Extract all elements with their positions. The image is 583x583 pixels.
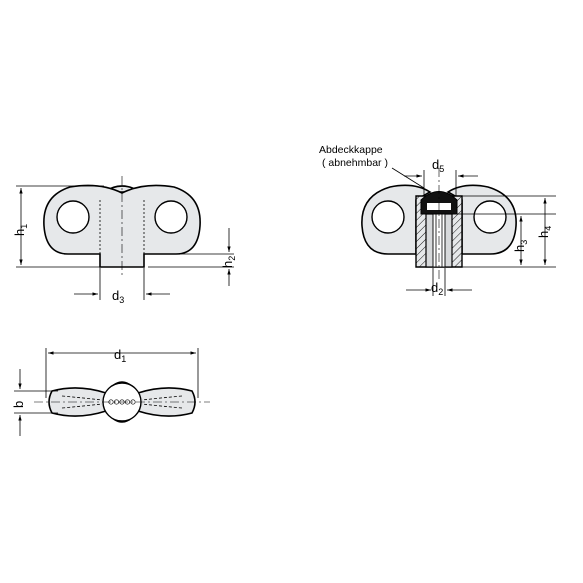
front-view xyxy=(43,176,201,275)
cap-annotation: Abdeckkappe ( abnehmbar ) xyxy=(319,144,425,189)
label-d5: d xyxy=(432,157,439,172)
label-d3: d xyxy=(112,288,119,303)
dimension-h3: h3 xyxy=(452,213,556,268)
svg-text:h4: h4 xyxy=(536,226,553,238)
top-view xyxy=(34,381,210,423)
svg-text:d5: d5 xyxy=(432,157,444,174)
dimension-d3: d3 xyxy=(74,268,170,305)
label-h1: h xyxy=(12,229,27,236)
dimension-h2: h2 xyxy=(148,228,237,286)
dimension-d5: d5 xyxy=(404,157,478,196)
annotation-line2: ( abnehmbar ) xyxy=(322,157,388,169)
label-b: b xyxy=(11,401,26,408)
label-d2: d xyxy=(431,280,438,295)
front-view-right-hole xyxy=(154,200,188,234)
label-d1: d xyxy=(114,347,121,362)
label-h4: h xyxy=(536,231,551,238)
dimension-d2: d2 xyxy=(406,268,472,297)
dimension-h1: h1 xyxy=(12,185,104,268)
svg-text:d2: d2 xyxy=(431,280,443,297)
front-view-left-hole xyxy=(56,200,90,234)
dimension-b: b xyxy=(11,369,58,436)
label-h3: h xyxy=(512,245,527,252)
svg-text:h1: h1 xyxy=(12,224,29,236)
dimension-h4: h4 xyxy=(462,195,556,265)
section-view xyxy=(361,168,517,280)
label-h2: h xyxy=(220,261,235,268)
svg-text:h2: h2 xyxy=(220,256,237,268)
svg-text:h3: h3 xyxy=(512,240,529,252)
section-view-right-hole xyxy=(473,200,507,234)
svg-text:d3: d3 xyxy=(112,288,124,305)
dimension-d1: d1 xyxy=(45,347,199,398)
svg-text:d1: d1 xyxy=(114,347,126,364)
annotation-line1: Abdeckkappe xyxy=(319,144,383,156)
section-view-left-hole xyxy=(371,200,405,234)
